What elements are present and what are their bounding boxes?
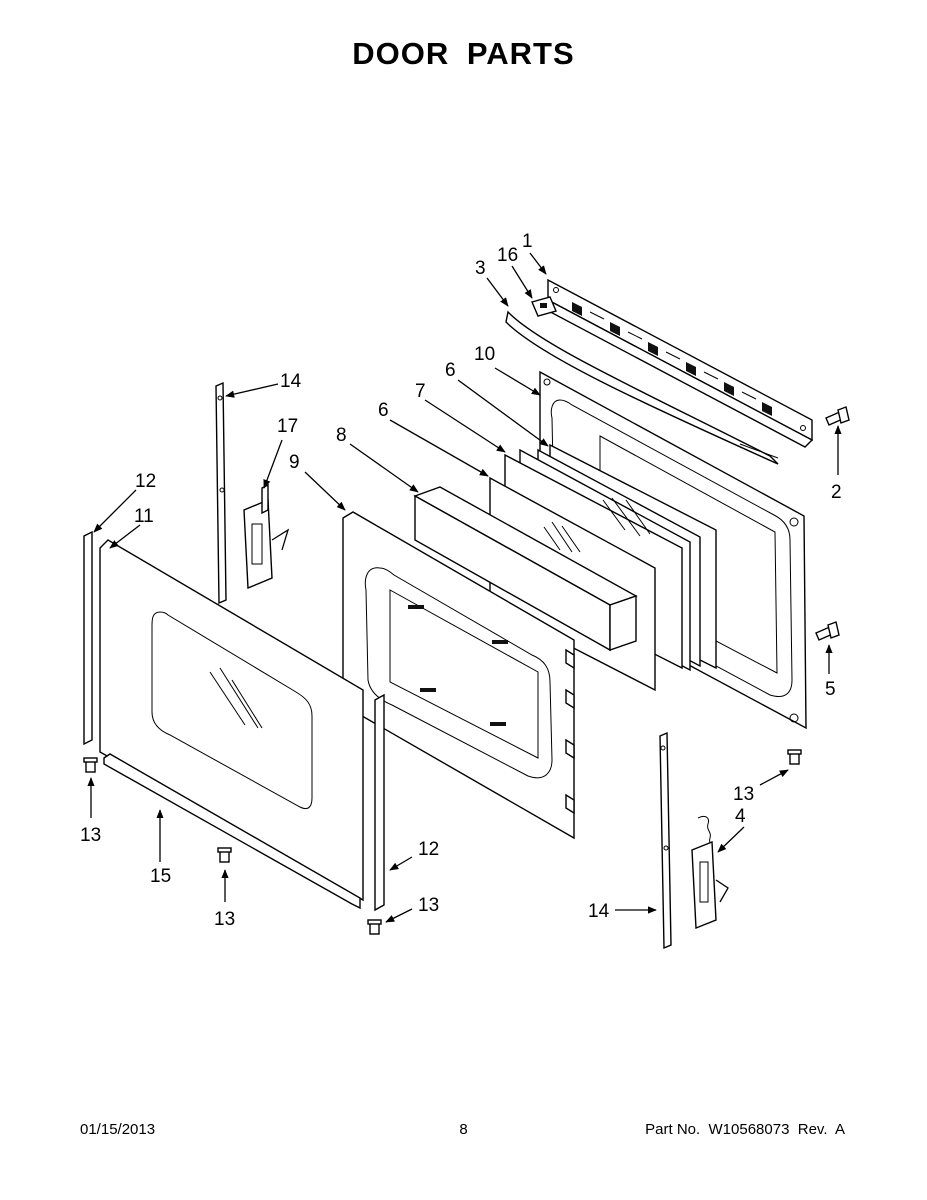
bracket-part xyxy=(531,296,557,317)
screw-part-13c xyxy=(367,919,382,935)
hinge-receiver-left-part xyxy=(215,381,227,605)
callout-labels: 1 16 3 10 6 7 6 8 9 14 17 12 11 13 15 13… xyxy=(80,231,842,930)
callout-17: 17 xyxy=(277,416,298,437)
callout-14-right: 14 xyxy=(588,901,610,922)
callout-16: 16 xyxy=(497,245,518,266)
callout-13-b: 13 xyxy=(214,909,235,930)
callout-6-front: 6 xyxy=(378,400,389,421)
callout-9: 9 xyxy=(289,452,300,473)
callout-7: 7 xyxy=(415,381,426,402)
side-trim-left-part xyxy=(83,530,93,746)
callout-11: 11 xyxy=(134,506,154,527)
callout-12-left: 12 xyxy=(135,471,156,492)
callout-13-c: 13 xyxy=(418,895,439,916)
outer-door-panel-part xyxy=(99,539,364,902)
screw-part-2 xyxy=(825,406,850,426)
hinge-left-part xyxy=(243,483,290,590)
callout-8: 8 xyxy=(336,425,347,446)
insulation-part xyxy=(413,486,638,652)
callout-13-a: 13 xyxy=(80,825,101,846)
door-handle-part xyxy=(505,310,779,465)
callout-3: 3 xyxy=(475,258,486,279)
footer-part-number: Part No. W10568073 Rev. A xyxy=(645,1121,845,1138)
screw-part-5 xyxy=(815,621,840,641)
callout-14-left: 14 xyxy=(280,371,302,392)
callout-10: 4 xyxy=(735,806,746,827)
vent-trim-part xyxy=(539,278,814,448)
page-title: DOOR PARTS xyxy=(352,36,575,71)
hinge-right-part xyxy=(691,815,729,930)
callout-15: 15 xyxy=(150,866,171,887)
footer-date: 01/15/2013 xyxy=(80,1121,156,1138)
footer-page-number: 8 xyxy=(459,1121,468,1138)
side-trim-right-part xyxy=(374,693,385,912)
leader-lines xyxy=(87,252,842,923)
callout-13-d: 13 xyxy=(733,784,754,805)
screw-part-13d xyxy=(787,749,802,765)
callout-1: 1 xyxy=(522,231,533,252)
callout-12-right: 12 xyxy=(418,839,439,860)
bottom-trim-part xyxy=(103,753,361,910)
screw-part-13a xyxy=(83,757,98,773)
callout-4: 10 xyxy=(474,344,495,365)
screw-part-13b xyxy=(217,847,232,863)
callout-6-rear: 6 xyxy=(445,360,456,381)
door-liner-part xyxy=(342,511,575,840)
callout-5: 5 xyxy=(825,679,836,700)
hinge-receiver-right-part xyxy=(659,731,672,950)
callout-2: 2 xyxy=(831,482,842,503)
